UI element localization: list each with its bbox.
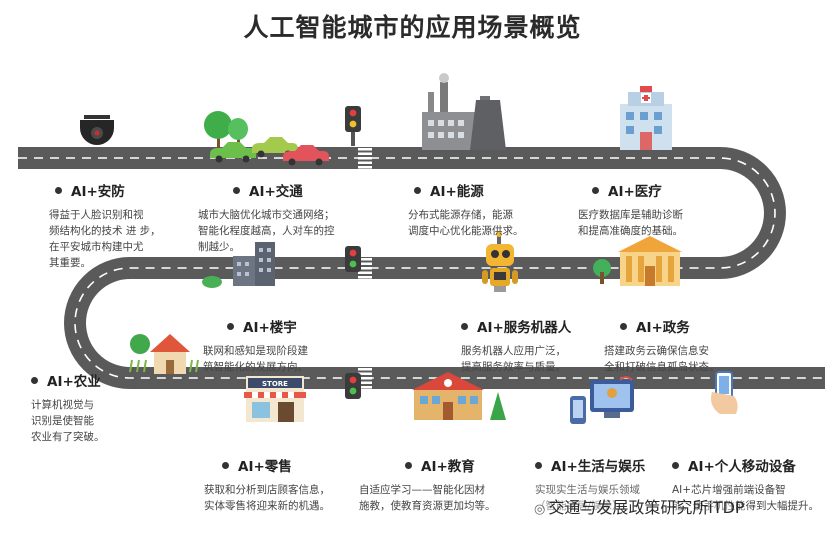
traffic-light-icon (345, 246, 361, 272)
scenario-agriculture: AI+农业 计算机视觉与 识别是使智能 农业有了突破。 (31, 370, 105, 445)
security-camera-icon (80, 115, 114, 145)
scenario-heading: AI+零售 (238, 459, 292, 475)
scenario-government: AI+政务 搭建政务云确保信息安 全和打破信息孤岛状态。 (604, 316, 720, 375)
scenario-building: AI+楼宇 联网和感知是现阶段建 筑智能化的发展方向。 (203, 316, 308, 375)
scenario-heading: AI+交通 (249, 184, 303, 200)
scenario-description: 城市大脑优化城市交通网络； 智能化程度越高，人对车的控 制越少。 (198, 209, 335, 253)
store-sign: STORE (262, 380, 288, 388)
scenario-description: 分布式能源存储，能源 调度中心优化能源供求。 (408, 209, 524, 237)
bullet-dot (461, 322, 468, 330)
store-icon: STORE (244, 376, 306, 422)
bullet-dot (592, 186, 599, 194)
scenario-description: 搭建政务云确保信息安 全和打破信息孤岛状态。 (604, 345, 720, 373)
scenario-heading: AI+政务 (636, 320, 690, 336)
road (18, 147, 825, 389)
wechat-icon: ◎ (534, 502, 546, 517)
scenario-traffic: AI+交通 城市大脑优化城市交通网络； 智能化程度越高，人对车的控 制越少。 (198, 180, 335, 255)
scenario-retail: AI+零售 获取和分析到店顾客信息， 实体零售将迎来新的机遇。 (204, 455, 330, 514)
scenario-security: AI+安防 得益于人脸识别和视 频结构化的技术 进 步， 在平安城市构建中尤 其… (49, 180, 161, 271)
car-icons (210, 137, 329, 166)
tree-icon (204, 111, 248, 150)
scenario-heading: AI+教育 (421, 459, 475, 475)
scenario-heading: AI+生活与娱乐 (551, 459, 646, 475)
bush-icon (202, 276, 222, 288)
scenario-description: 得益于人脸识别和视 频结构化的技术 进 步， 在平安城市构建中尤 其重要。 (49, 209, 161, 269)
farm-house-icon (129, 334, 199, 374)
school-icon (412, 372, 506, 420)
bullet-dot (227, 322, 234, 330)
bullet-dot (672, 461, 679, 469)
scenario-heading: AI+楼宇 (243, 320, 297, 336)
bullet-dot (55, 186, 62, 194)
government-building-icon (593, 236, 682, 286)
scenario-life: AI+生活与娱乐 实现实生活与娱乐领域 （智能家居/娱乐） (535, 455, 645, 514)
scenario-description: 联网和感知是现阶段建 筑智能化的发展方向。 (203, 345, 308, 373)
watermark: ◎交通与发展政策研究所iTDP (534, 494, 745, 518)
scenario-heading: AI+能源 (430, 184, 484, 200)
scenario-heading: AI+农业 (47, 374, 101, 390)
smart-devices-icon (570, 376, 634, 424)
scenario-heading: AI+个人移动设备 (688, 459, 796, 475)
page-title: 人工智能城市的应用场景概览 (243, 13, 582, 42)
scenario-heading: AI+安防 (71, 184, 125, 200)
scenario-energy: AI+能源 分布式能源存储，能源 调度中心优化能源供求。 (408, 180, 524, 239)
factory-icon (422, 73, 506, 150)
traffic-light-icon (345, 373, 361, 399)
scenario-description: 服务机器人应用广泛， 提高服务效率与质量。 (461, 345, 566, 373)
bullet-dot (222, 461, 229, 469)
traffic-light-icon (345, 106, 361, 146)
bullet-dot (31, 376, 38, 384)
scenario-mobile: AI+个人移动设备 AI+芯片增强前端设备智 能，使手机性能得到大幅提升。 (672, 455, 819, 514)
hospital-icon (620, 86, 672, 150)
bullet-dot (414, 186, 421, 194)
bullet-dot (405, 461, 412, 469)
scenario-description: 自适应学习——智能化因材 施教，使教育资源更加均等。 (359, 484, 496, 512)
scenario-description: 实现实生活与娱乐领域 （智能家居/娱乐） (535, 484, 640, 512)
scenario-medical: AI+医疗 医疗数据库是辅助诊断 和提高准确度的基础。 (578, 180, 683, 239)
bullet-dot (535, 461, 542, 469)
scenario-education: AI+教育 自适应学习——智能化因材 施教，使教育资源更加均等。 (359, 455, 496, 514)
watermark-text: 交通与发展政策研究所iTDP (548, 498, 745, 517)
bullet-dot (233, 186, 240, 194)
scenario-heading: AI+服务机器人 (477, 320, 572, 336)
scenario-description: 计算机视觉与 识别是使智能 农业有了突破。 (31, 399, 105, 443)
scenario-heading: AI+医疗 (608, 184, 662, 200)
scenario-description: AI+芯片增强前端设备智 能，使手机性能得到大幅提升。 (672, 484, 819, 512)
scenario-robot: AI+服务机器人 服务机器人应用广泛， 提高服务效率与质量。 (461, 316, 571, 375)
building-icon (233, 242, 275, 286)
bullet-dot (620, 322, 627, 330)
scenario-description: 医疗数据库是辅助诊断 和提高准确度的基础。 (578, 209, 683, 237)
scenario-description: 获取和分析到店顾客信息， 实体零售将迎来新的机遇。 (204, 484, 330, 512)
mobile-phone-icon (711, 371, 738, 414)
robot-icon (482, 231, 518, 292)
